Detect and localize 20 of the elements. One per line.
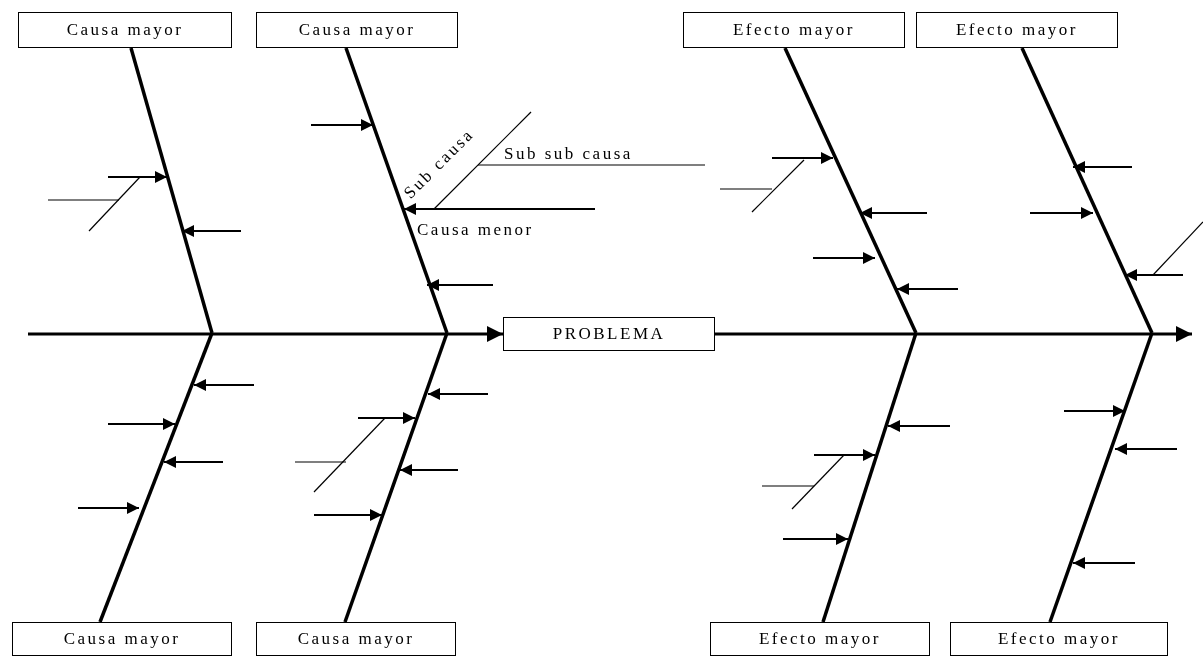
- category-box: Efecto mayor: [950, 622, 1168, 656]
- category-box: Efecto mayor: [710, 622, 930, 656]
- fishbone-line: [129, 47, 214, 334]
- category-box: Efecto mayor: [916, 12, 1118, 48]
- category-box: Efecto mayor: [683, 12, 905, 48]
- fishbone-line: [98, 332, 214, 623]
- category-box: Causa mayor: [256, 622, 456, 656]
- cause-label: Causa menor: [417, 220, 534, 240]
- fishbone-line: [343, 332, 449, 623]
- fishbone-line: [1048, 332, 1154, 623]
- category-box: Causa mayor: [12, 622, 232, 656]
- cause-label: Sub sub causa: [504, 144, 633, 164]
- spine-arrow: [715, 326, 1192, 342]
- category-box: Causa mayor: [256, 12, 458, 48]
- fishbone-line: [1020, 47, 1154, 334]
- spine-arrow: [28, 326, 503, 342]
- problem-box: PROBLEMA: [503, 317, 715, 351]
- fishbone-line: [783, 47, 918, 334]
- category-box: Causa mayor: [18, 12, 232, 48]
- fishbone-line: [344, 47, 449, 334]
